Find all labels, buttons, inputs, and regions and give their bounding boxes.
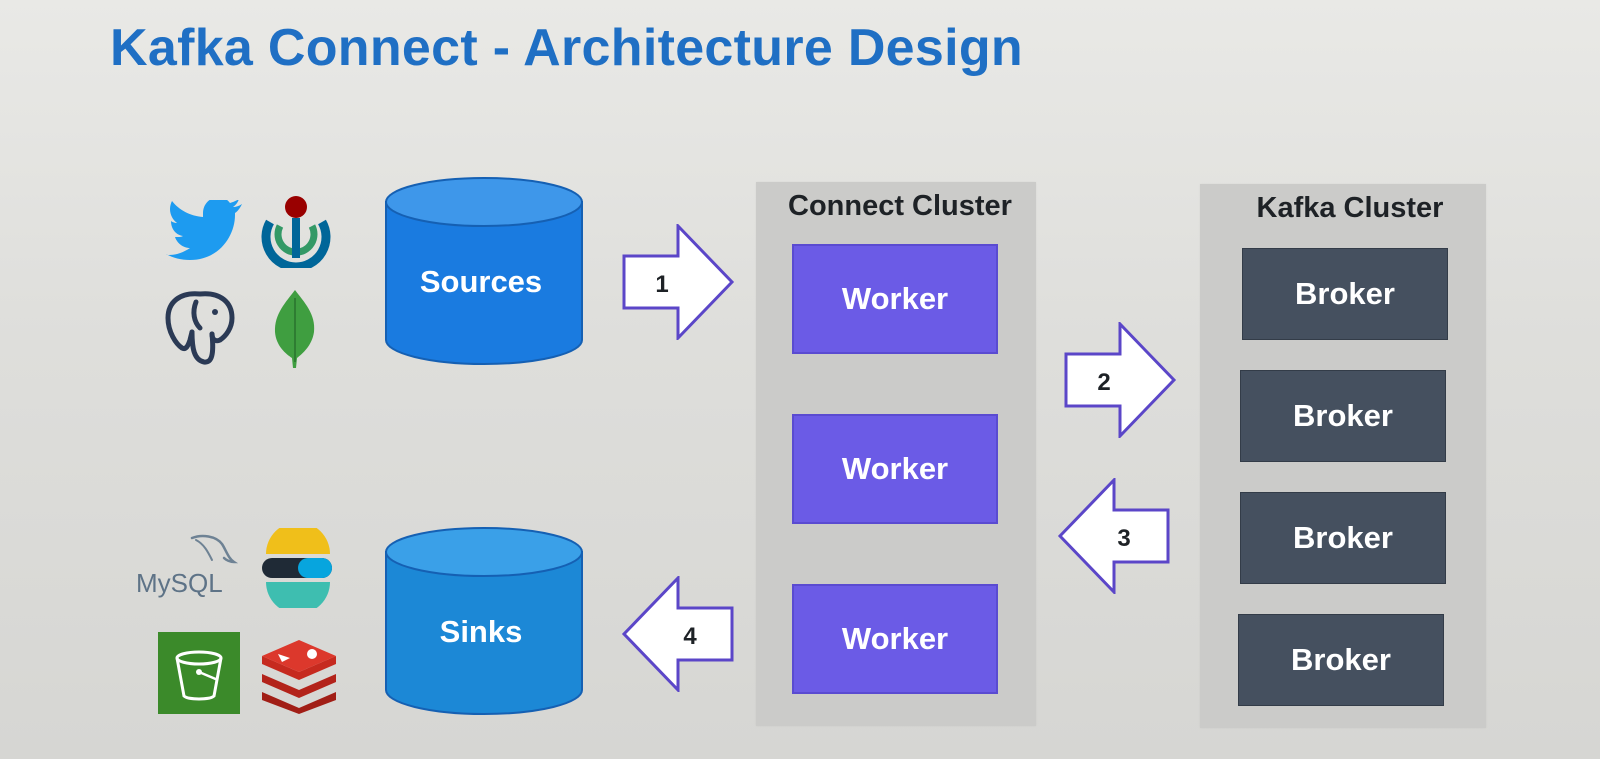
twitter-icon [166,200,242,260]
arrow-right-2: 2 [1064,322,1177,438]
arrow-label-1: 1 [655,271,668,298]
connect-cluster-title: Connect Cluster [788,190,1012,222]
broker-box: Broker [1240,370,1446,462]
broker-box: Broker [1240,492,1446,584]
mysql-logo-text: MySQL [136,568,223,598]
wikimedia-icon [261,196,331,268]
elasticsearch-icon [262,528,332,608]
sinks-label: Sinks [440,614,523,649]
postgresql-icon [165,291,235,365]
arrow-label-2: 2 [1097,369,1110,396]
arrow-label-4: 4 [683,623,697,650]
arrow-right-1: 1 [622,224,735,340]
sources-label: Sources [420,264,542,299]
mysql-icon: MySQL [136,534,239,598]
arrow-left-3: 3 [1057,478,1170,594]
arrow-label-3: 3 [1117,525,1130,552]
page-title: Kafka Connect - Architecture Design [110,19,1023,77]
broker-box: Broker [1242,248,1448,340]
arrow-left-4: 4 [621,576,734,692]
sinks-database: Sinks [385,527,583,715]
sources-database: Sources [385,177,583,365]
kafka-cluster-title: Kafka Cluster [1256,192,1444,224]
redis-icon [262,640,336,714]
mongodb-icon [274,290,315,368]
broker-box: Broker [1238,614,1444,706]
s3-bucket-icon [158,632,240,714]
worker-box: Worker [792,414,998,524]
worker-box: Worker [792,584,998,694]
worker-box: Worker [792,244,998,354]
